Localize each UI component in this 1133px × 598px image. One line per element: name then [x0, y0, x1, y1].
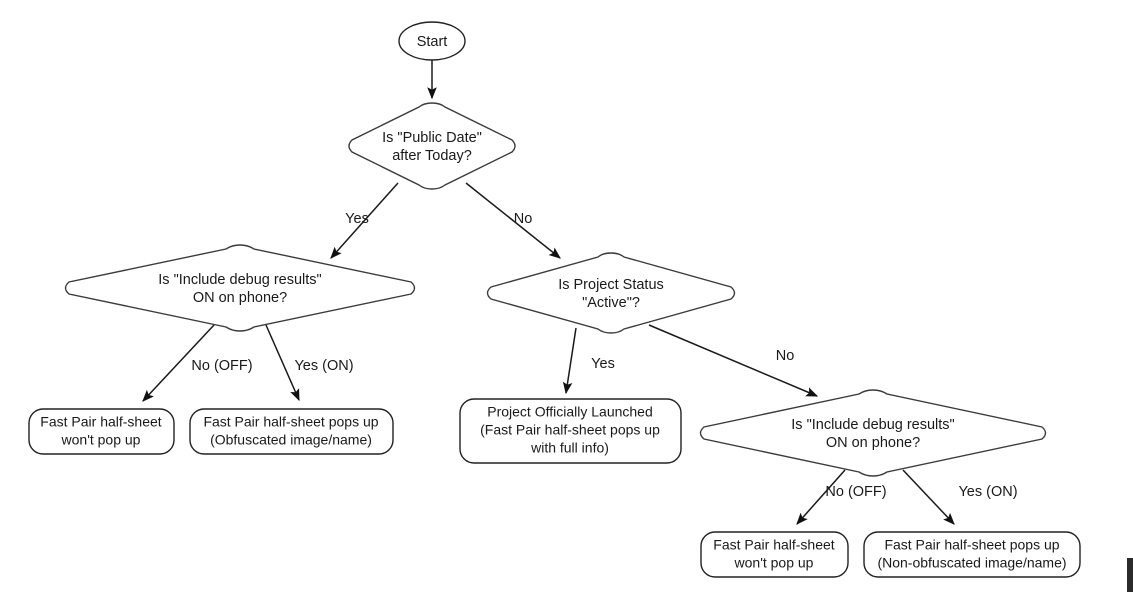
scrollbar-edge-artifact[interactable] — [1127, 558, 1133, 592]
outcome-label-line2: (Obfuscated image/name) — [210, 432, 372, 448]
edge-label-no: No — [776, 348, 795, 364]
edge-path — [562, 327, 577, 395]
node-out-left-on[interactable]: Fast Pair half-sheet pops up (Obfuscated… — [189, 408, 394, 455]
process-box[interactable] — [863, 531, 1081, 578]
edge-label-yes-on: Yes (ON) — [294, 358, 353, 374]
node-out-left-off[interactable]: Fast Pair half-sheet won't pop up — [28, 408, 175, 455]
edge-path — [902, 469, 955, 525]
node-q-debug-left[interactable]: Is "Include debug results" ON on phone? — [64, 244, 416, 332]
edge-path — [330, 182, 399, 259]
decision-label-line1: Is "Include debug results" — [158, 272, 321, 288]
decision-label-line1: Is "Public Date" — [382, 130, 482, 146]
decision-diamond[interactable] — [64, 244, 416, 332]
outcome-label-line1: Fast Pair half-sheet — [40, 414, 161, 430]
decision-label-line2: ON on phone? — [193, 290, 287, 306]
edge-public-date-no: No — [465, 182, 561, 259]
outcome-label-line2: (Non-obfuscated image/name) — [877, 555, 1066, 571]
edge-label-no: No — [514, 211, 533, 227]
start-label: Start — [417, 34, 448, 50]
process-box[interactable] — [189, 408, 394, 455]
edge-label-yes: Yes — [591, 356, 615, 372]
process-box[interactable] — [700, 531, 849, 578]
decision-label-line2: ON on phone? — [826, 435, 920, 451]
node-out-launched[interactable]: Project Officially Launched (Fast Pair h… — [459, 398, 682, 464]
outcome-label-line1: Fast Pair half-sheet pops up — [203, 414, 378, 430]
outcome-label-line2: won't pop up — [734, 555, 814, 571]
node-q-public-date[interactable]: Is "Public Date" after Today? — [348, 102, 516, 190]
decision-label-line2: after Today? — [392, 148, 472, 164]
edge-debug-right-yes: Yes (ON) — [902, 469, 1018, 525]
process-box[interactable] — [459, 398, 682, 464]
node-start[interactable]: Start — [398, 21, 466, 61]
edge-label-no-off: No (OFF) — [825, 484, 886, 500]
edge-project-status-no: No — [648, 324, 819, 397]
edge-debug-right-no: No (OFF) — [796, 469, 887, 525]
outcome-label-line3: with full info) — [530, 440, 609, 456]
outcome-label-line1: Fast Pair half-sheet — [713, 537, 834, 553]
edges-layer: Yes No No (OFF) Yes (ON) Yes No — [142, 60, 1018, 525]
outcome-label-line2: (Fast Pair half-sheet pops up — [480, 422, 660, 438]
edge-path — [142, 324, 215, 402]
outcome-label-line1: Project Officially Launched — [487, 404, 653, 420]
edge-label-no-off: No (OFF) — [191, 358, 252, 374]
edge-debug-left-yes: Yes (ON) — [265, 324, 354, 402]
edge-path — [796, 469, 846, 525]
decision-label-line1: Is "Include debug results" — [791, 417, 954, 433]
outcome-label-line2: won't pop up — [61, 432, 141, 448]
decision-diamond[interactable] — [348, 102, 516, 190]
edge-path — [648, 324, 819, 397]
decision-label-line1: Is Project Status — [558, 277, 664, 293]
node-q-debug-right[interactable]: Is "Include debug results" ON on phone? — [699, 389, 1047, 477]
decision-diamond[interactable] — [699, 389, 1047, 477]
outcome-label-line1: Fast Pair half-sheet pops up — [884, 537, 1059, 553]
edge-public-date-yes: Yes — [330, 182, 399, 259]
node-out-right-off[interactable]: Fast Pair half-sheet won't pop up — [700, 531, 849, 578]
node-q-project-status[interactable]: Is Project Status "Active"? — [486, 252, 736, 334]
decision-label-line2: "Active"? — [582, 295, 640, 311]
edge-label-yes-on: Yes (ON) — [958, 484, 1017, 500]
nodes-layer: Start Is "Public Date" after Today? Is "… — [28, 21, 1081, 578]
edge-path — [465, 182, 561, 259]
start-ellipse[interactable] — [398, 21, 466, 61]
edge-path — [265, 324, 300, 402]
node-out-right-on[interactable]: Fast Pair half-sheet pops up (Non-obfusc… — [863, 531, 1081, 578]
process-box[interactable] — [28, 408, 175, 455]
edge-debug-left-no: No (OFF) — [142, 324, 253, 402]
edge-project-status-yes: Yes — [562, 327, 615, 395]
decision-diamond[interactable] — [486, 252, 736, 334]
edge-label-yes: Yes — [345, 211, 369, 227]
